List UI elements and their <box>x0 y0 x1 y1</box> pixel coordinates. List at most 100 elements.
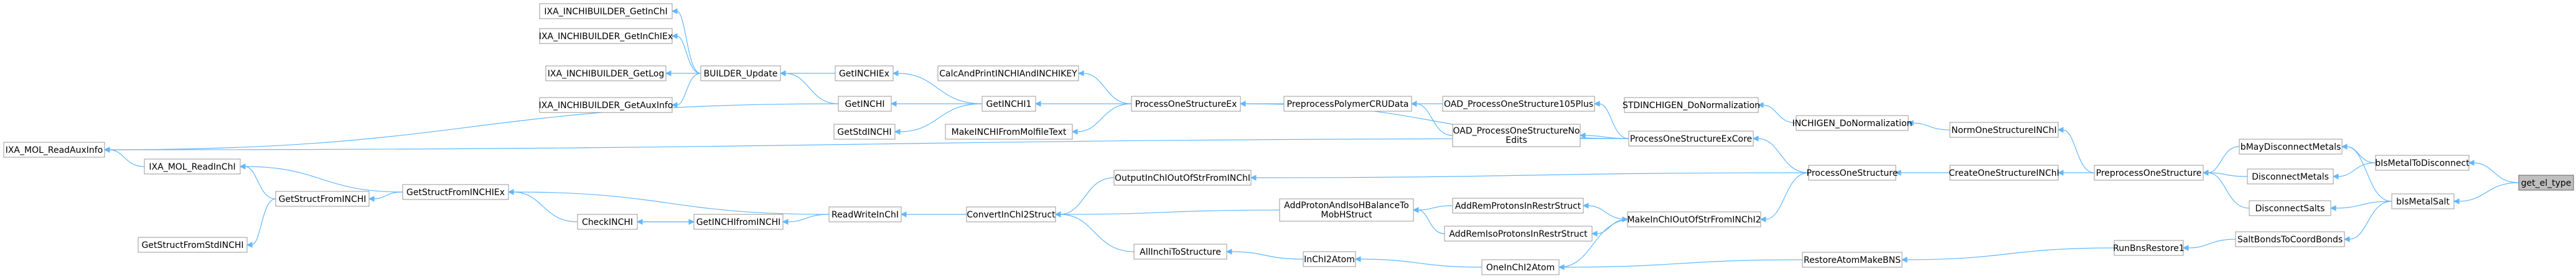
node-label: ProcessOneStructureEx <box>1135 99 1237 109</box>
edge-get-inchifrom-inchi-read-write-in-ch-i <box>787 214 830 222</box>
edge-arrowhead <box>1071 129 1078 135</box>
node-preprocess-polymer-crudata[interactable]: PreprocessPolymerCRUData <box>1283 96 1412 112</box>
edge-add-rem-iso-protons-in-restr-struct-make-in-ch-iout-of-str-from-inch-i2 <box>1596 219 1628 234</box>
node-get-struct-from-inchi[interactable]: GetStructFromINCHI <box>275 191 370 207</box>
node-box <box>1279 198 1414 222</box>
node-restore-atom-make-bns[interactable]: RestoreAtomMakeBNS <box>1802 252 1903 268</box>
node-b-may-disconnect-metals[interactable]: bMayDisconnectMetals <box>2239 139 2343 155</box>
node-disconnect-salts[interactable]: DisconnectSalts <box>2249 200 2331 216</box>
node-in-ch-i2-atom[interactable]: InChI2Atom <box>1303 251 1356 267</box>
edge-arrowhead <box>890 101 897 107</box>
node-box <box>2247 168 2334 185</box>
node-box <box>1131 96 1241 112</box>
node-box <box>981 96 1036 112</box>
edge-arrowhead <box>2330 205 2336 211</box>
edge-add-proton-and-iso-hbalance-to-mob-hstruct-add-rem-protons-in-restr-struct <box>1417 205 1453 211</box>
node-label: GetINCHIfromINCHI <box>696 217 781 227</box>
node-make-in-ch-iout-of-str-from-inch-i2[interactable]: MakeInChIOutOfStrFromINChI2 <box>1627 211 1761 227</box>
node-b-is-metal-salt[interactable]: bIsMetalSalt <box>2391 193 2455 209</box>
node-process-one-structure-ex-core[interactable]: ProcessOneStructureExCore <box>1628 130 1754 147</box>
node-label: bIsMetalToDisconnect <box>2375 158 2470 168</box>
node-ixa-inchibuilder-get-log[interactable]: IXA_INCHIBUILDER_GetLog <box>545 65 667 81</box>
node-get-struct-from-std-inchi[interactable]: GetStructFromStdINCHI <box>138 237 248 253</box>
node-preprocess-one-structure[interactable]: PreprocessOneStructure <box>2094 165 2204 181</box>
node-check-inchi[interactable]: CheckINCHI <box>577 214 638 230</box>
edge-get-struct-from-inchi-get-struct-from-inchiex <box>373 191 403 199</box>
node-add-rem-protons-in-restr-struct[interactable]: AddRemProtonsInRestrStruct <box>1452 198 1584 214</box>
node-label: MakeINCHIFromMolfileText <box>952 127 1067 137</box>
node-box <box>1796 115 1909 131</box>
node-label: IXA_INCHIBUILDER_GetLog <box>548 69 664 79</box>
node-builder-update[interactable]: BUILDER_Update <box>700 65 781 81</box>
node-box <box>275 191 370 207</box>
node-calc-and-print-inchiand-inchikey[interactable]: CalcAndPrintINCHIAndINCHIKEY <box>937 65 1079 81</box>
edge-preprocess-one-structure-disconnect-metals <box>2207 172 2248 177</box>
node-box <box>1303 251 1356 267</box>
node-one-in-ch-i2-atom[interactable]: OneInChI2Atom <box>1481 259 1560 275</box>
node-get-std-inchi[interactable]: GetStdINCHI <box>833 124 896 140</box>
edge-make-in-ch-iout-of-str-from-inch-i2-one-in-ch-i2-atom <box>1558 219 1632 268</box>
node-ixa-mol-read-aux-info[interactable]: IXA_MOL_ReadAuxInfo <box>3 142 105 158</box>
node-box <box>1283 96 1412 112</box>
node-output-in-ch-iout-of-str-from-inch-i[interactable]: OutputInChIOutOfStrFromINChI <box>1113 170 1252 186</box>
node-get-inchifrom-inchi[interactable]: GetINCHIfromINCHI <box>693 214 784 230</box>
node-box <box>1444 226 1593 242</box>
edge-arrowhead <box>1412 207 1419 213</box>
node-read-write-in-ch-i[interactable]: ReadWriteInChI <box>828 206 902 222</box>
node-norm-one-structure-inch-i[interactable]: NormOneStructureINChI <box>1949 122 2059 138</box>
node-salt-bonds-to-coord-bonds[interactable]: SaltBondsToCoordBonds <box>2235 231 2345 247</box>
edge-preprocess-one-structure-b-may-disconnect-metals <box>2207 146 2240 173</box>
node-process-one-structure-ex[interactable]: ProcessOneStructureEx <box>1131 96 1241 112</box>
node-create-one-structure-inch-i[interactable]: CreateOneStructureINChI <box>1949 165 2059 181</box>
node-add-rem-iso-protons-in-restr-struct[interactable]: AddRemIsoProtonsInRestrStruct <box>1444 226 1593 242</box>
edge-get-inchiex-get-inchi1 <box>897 73 983 104</box>
node-label: CreateOneStructureINChI <box>1949 168 2059 178</box>
node-disconnect-metals[interactable]: DisconnectMetals <box>2247 168 2334 185</box>
node-label: InChI2Atom <box>1304 255 1355 265</box>
node-label: PreprocessOneStructure <box>2096 168 2202 178</box>
edge-make-inchifrom-molfile-text-process-one-structure-ex <box>1076 103 1132 132</box>
edge-arrowhead <box>665 70 672 76</box>
node-get-struct-from-inchiex[interactable]: GetStructFromINCHIEx <box>402 184 509 200</box>
node-label: IXA_MOL_ReadInChI <box>149 162 235 172</box>
node-box <box>2518 175 2574 191</box>
node-ixa-inchibuilder-get-in-ch-iex[interactable]: IXA_INCHIBUILDER_GetInChIEx <box>539 28 673 44</box>
edge-arrowhead <box>671 102 678 108</box>
node-ixa-inchibuilder-get-aux-info[interactable]: IXA_INCHIBUILDER_GetAuxInfo <box>539 97 673 113</box>
node-ixa-mol-read-in-ch-i[interactable]: IXA_MOL_ReadInChI <box>144 158 241 175</box>
node-label: bMayDisconnectMetals <box>2241 142 2341 152</box>
node-label: SaltBondsToCoordBonds <box>2237 235 2343 245</box>
node-inchigen-do-normalization[interactable]: INCHIGEN_DoNormalization <box>1792 115 1913 131</box>
node-oad-process-one-structure105-plus[interactable]: OAD_ProcessOneStructure105Plus <box>1442 96 1595 112</box>
edge-ixa-mol-read-aux-info-get-inchi <box>108 103 839 150</box>
node-get-el-type[interactable]: get_el_type <box>2518 175 2574 191</box>
edge-run-bns-restore1-salt-bonds-to-coord-bonds <box>2187 239 2236 249</box>
node-make-inchifrom-molfile-text[interactable]: MakeINCHIFromMolfileText <box>945 124 1073 140</box>
node-box <box>937 65 1079 81</box>
node-stdinchigen-do-normalization[interactable]: STDINCHIGEN_DoNormalization <box>1623 97 1760 113</box>
edge-oad-process-one-structure105-plus-process-one-structure-ex-core <box>1598 103 1629 139</box>
edge-arrowhead <box>2202 170 2209 176</box>
node-get-inchi[interactable]: GetINCHI <box>838 96 892 112</box>
node-b-is-metal-to-disconnect[interactable]: bIsMetalToDisconnect <box>2375 155 2470 171</box>
node-box <box>1627 211 1761 227</box>
edge-arrowhead <box>1239 101 1246 107</box>
node-process-one-structure[interactable]: ProcessOneStructure <box>1807 165 1898 181</box>
node-get-inchi1[interactable]: GetINCHI1 <box>981 96 1036 112</box>
node-all-inchi-to-structure[interactable]: AllInchiToStructure <box>1133 244 1227 260</box>
node-box <box>1949 165 2059 181</box>
edge-arrowhead <box>239 163 246 170</box>
edge-arrowhead <box>2057 170 2064 176</box>
edge-all-inchi-to-structure-in-ch-i2-atom <box>1230 251 1304 260</box>
node-label: ProcessOneStructure <box>1807 168 1898 178</box>
node-label: OutputInChIOutOfStrFromINChI <box>1115 173 1250 183</box>
node-box <box>835 65 894 81</box>
node-get-inchiex[interactable]: GetINCHIEx <box>835 65 894 81</box>
node-convert-in-ch-i2-struct[interactable]: ConvertInChI2Struct <box>966 206 1056 222</box>
node-label: BUILDER_Update <box>704 69 778 79</box>
edge-arrowhead <box>1077 70 1084 76</box>
node-ixa-inchibuilder-get-in-ch-i[interactable]: IXA_INCHIBUILDER_GetInChI <box>539 3 673 19</box>
node-run-bns-restore1[interactable]: RunBnsRestore1 <box>2113 240 2185 256</box>
